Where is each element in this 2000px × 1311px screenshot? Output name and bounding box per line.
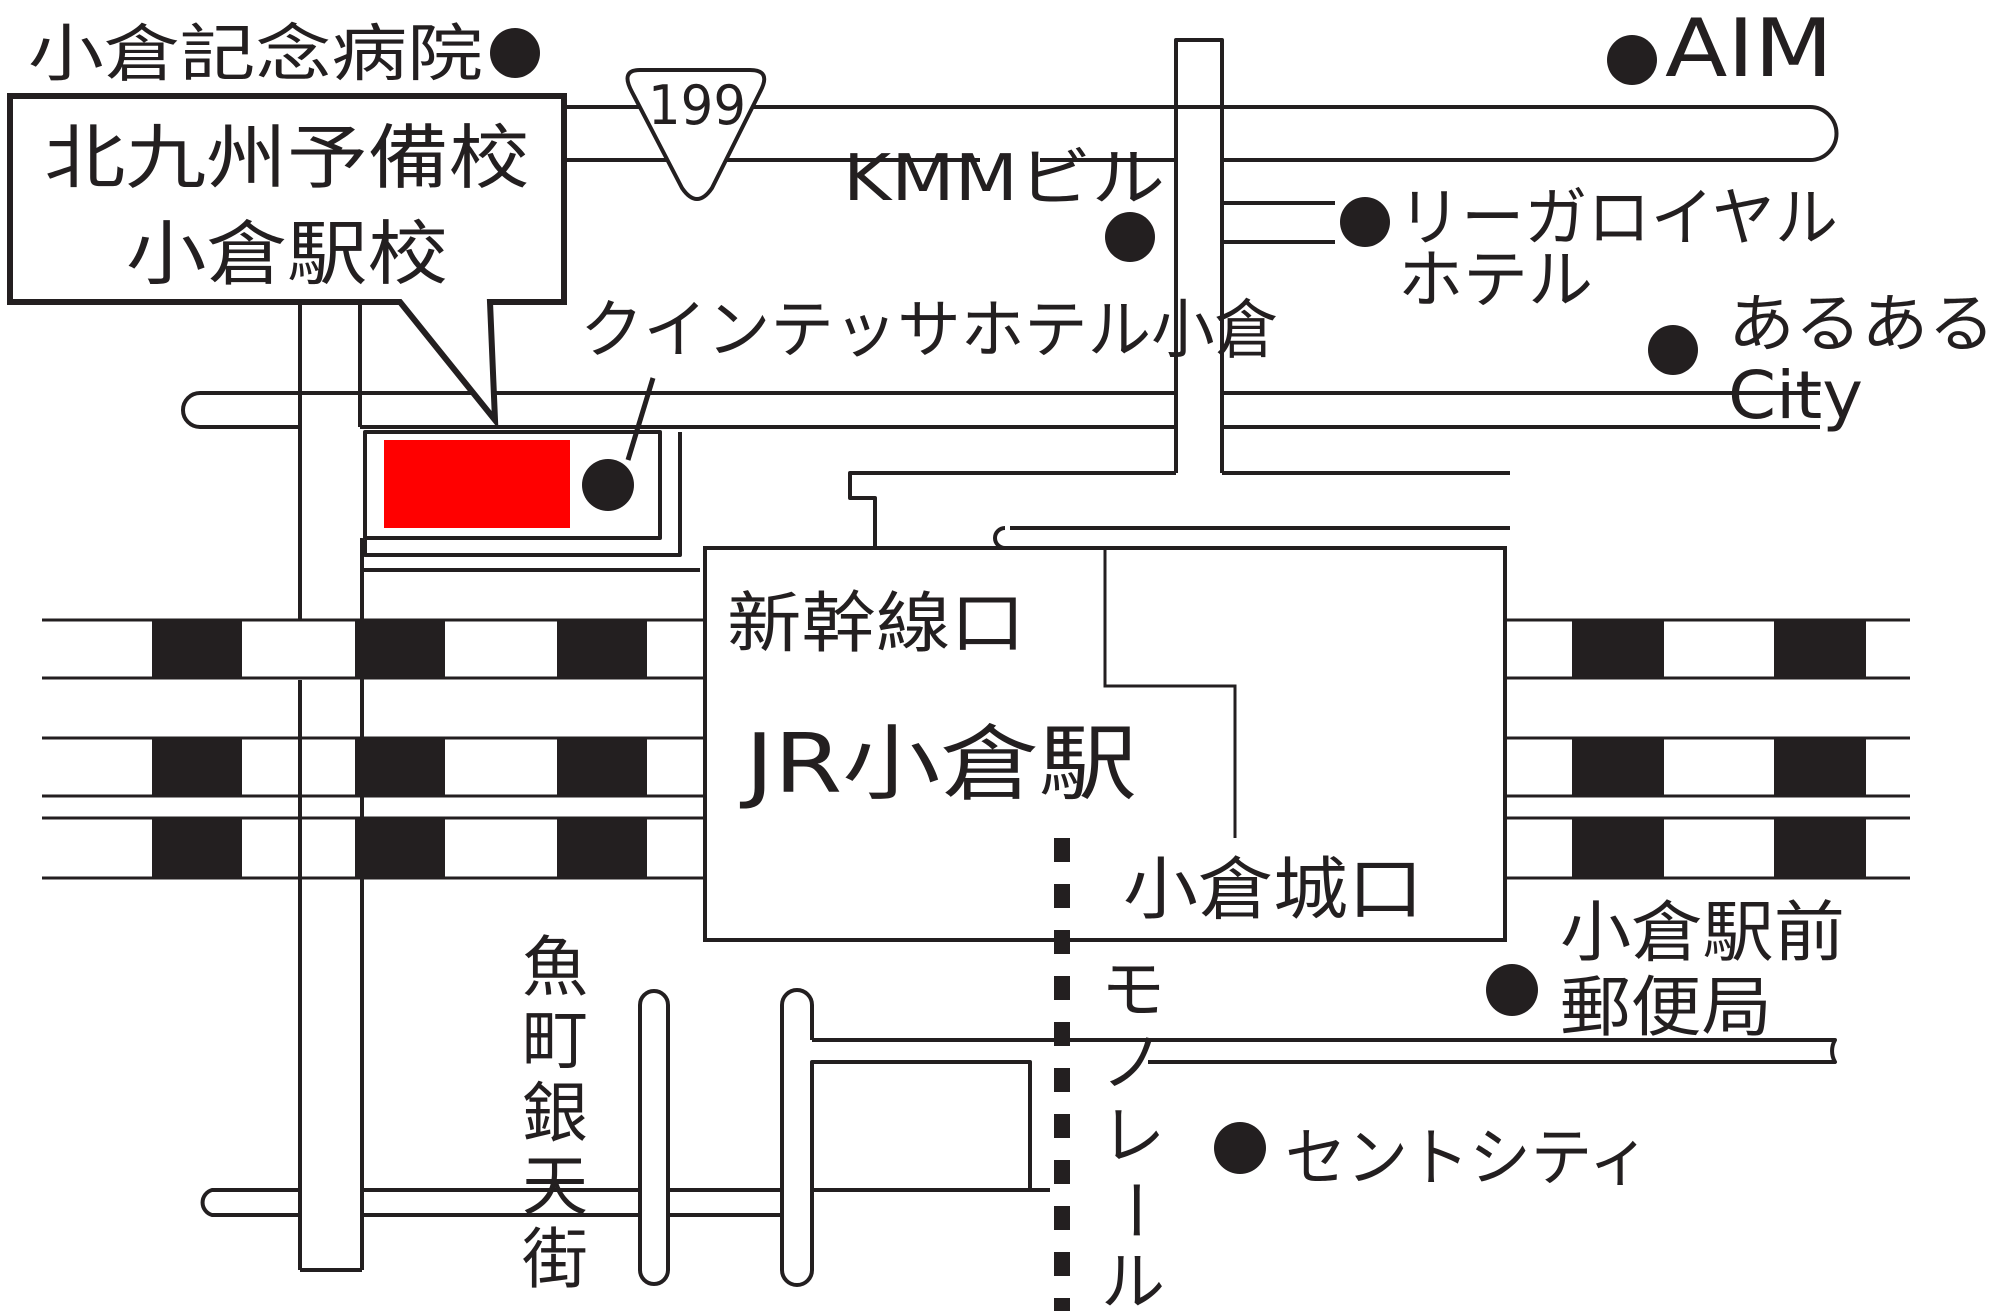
monorail-label: モ ノ レ ー ル: [1096, 954, 1170, 1311]
kmm-dot: [1105, 212, 1155, 262]
monorail-char-5: ル: [1101, 1246, 1165, 1311]
school-block: [363, 430, 662, 540]
monorail-char-4: ー: [1096, 1178, 1170, 1242]
road-bottom-upper: [812, 1038, 1837, 1064]
road-left-vertical: [298, 305, 362, 1270]
uomachi-label: 魚 町 銀 天 街: [522, 929, 588, 1298]
aruaru-label-1: あるある: [1728, 288, 1995, 362]
aruaru-label-2: City: [1728, 357, 1863, 434]
uomachi-char-2: 町: [522, 1002, 588, 1079]
road-left-vertical-2: [300, 538, 364, 1272]
aim-dot: [1607, 35, 1657, 85]
callout-line-1: 北九州予備校: [45, 117, 530, 199]
station-inner-wall: [1103, 548, 1237, 838]
monorail-char-1: モ: [1101, 954, 1165, 1028]
saint-city-dot: [1214, 1122, 1266, 1174]
quintessa-pointer: [625, 377, 656, 461]
quintessa-dot: [582, 459, 634, 511]
monorail-char-2: ノ: [1101, 1027, 1165, 1101]
shinkansen-exit-label: 新幹線口: [727, 585, 1025, 662]
route-199-shield: 199: [625, 68, 767, 201]
station-label: JR小倉駅: [739, 717, 1137, 812]
uomachi-char-4: 天: [522, 1148, 588, 1225]
roads: [181, 38, 1839, 1287]
post-office-label-1: 小倉駅前: [1560, 894, 1845, 971]
road-bottom-frame: [780, 988, 1032, 1287]
post-office-dot: [1486, 964, 1538, 1016]
callout-line-2: 小倉駅校: [126, 213, 448, 295]
route-199-number: 199: [648, 74, 746, 137]
road-bottom-lower: [200, 1188, 1050, 1217]
saint-city-label: セントシティ: [1285, 1122, 1650, 1196]
road-route-199: [564, 105, 1839, 162]
uomachi-char-5: 街: [522, 1221, 588, 1298]
rihga-label-2: ホテル: [1398, 244, 1593, 318]
school-location-marker: [384, 440, 570, 528]
rihga-dot: [1340, 197, 1390, 247]
road-uomachi: [638, 989, 670, 1286]
rihga-label-1: リーガロイヤル: [1398, 182, 1838, 256]
hospital-dot: [490, 28, 540, 78]
quintessa-label: クインテッサホテル小倉: [580, 294, 1278, 368]
monorail-char-3: レ: [1101, 1100, 1165, 1174]
kmm-label: KMMビル: [843, 142, 1165, 216]
uomachi-char-1: 魚: [522, 929, 588, 1006]
post-office-label-2: 郵便局: [1560, 969, 1772, 1046]
road-vertical-main: [1174, 38, 1335, 473]
road-hotel-street: [181, 391, 1820, 429]
hospital-label: 小倉記念病院: [28, 17, 483, 90]
aruaru-dot: [1648, 325, 1698, 375]
landmark-dots: [490, 28, 1698, 1174]
labels: 小倉記念病院 AIM KMMビル リーガロイヤル ホテル クインテッサホテル小倉…: [28, 2, 1995, 1196]
school-callout: 北九州予備校 小倉駅校: [7, 93, 567, 429]
road-station-north: [705, 471, 1510, 550]
road-block-connector: [363, 432, 682, 557]
aim-label: AIM: [1665, 2, 1833, 95]
uomachi-char-3: 銀: [522, 1075, 588, 1152]
kokurajo-exit-label: 小倉城口: [1123, 851, 1423, 930]
railway: [42, 618, 1910, 880]
